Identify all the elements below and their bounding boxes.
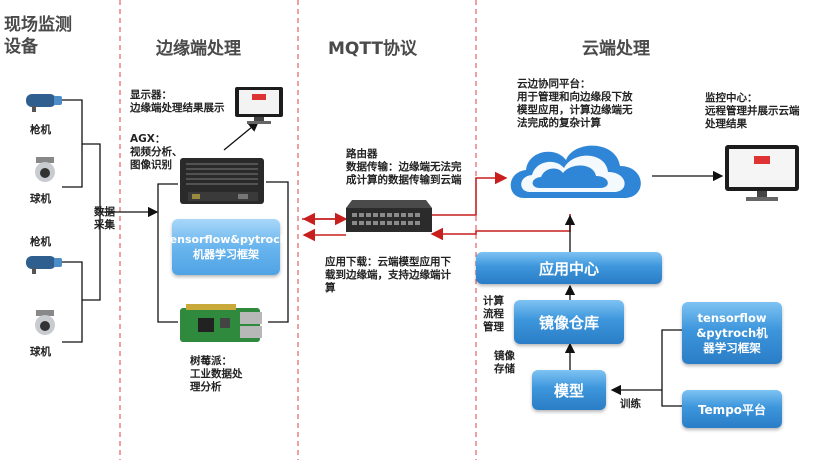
image-repo-box: 镜像仓库	[514, 300, 624, 344]
model-label: 模型	[553, 381, 584, 400]
compute-flow-label: 计算 流程 管理	[483, 295, 504, 333]
cloud-ml-framework-label: tensorflow &pytroch机 器学习框架	[696, 310, 768, 355]
edge-ml-framework-label: tensorflow&pytroch机器学习框架	[164, 233, 288, 261]
bullet-camera-icon-2	[24, 252, 64, 274]
field-dome2-label: 球机	[30, 346, 51, 358]
display-monitor-icon	[234, 86, 284, 126]
bullet-camera-icon	[24, 90, 64, 112]
dome-camera-icon-2	[30, 308, 60, 338]
edge-ml-framework-box: tensorflow&pytroch机器学习框架	[164, 219, 288, 275]
display-label: 显示器： 边缘端处理结果展示	[130, 89, 225, 114]
camera-links	[62, 99, 159, 343]
cloud-platform-label: 云边协同平台： 用于管理和向边缘段下放 模型应用，计算边缘端无 法完成的复杂计算	[517, 78, 633, 129]
section-title-field: 现场监测设备	[4, 15, 72, 57]
image-store-label: 镜像 存储	[494, 350, 515, 375]
train-label: 训练	[620, 398, 641, 410]
field-cam1-label: 枪机	[30, 124, 51, 136]
download-label: 应用下载：云端模型应用下 载到边缘端，支持边缘端计 算	[325, 256, 451, 294]
section-title-mqtt: MQTT协议	[328, 39, 417, 59]
field-dome1-label: 球机	[30, 193, 51, 205]
raspberry-pi-label: 树莓派： 工业数据处 理分析	[190, 355, 243, 393]
tempo-platform-box: Tempo平台	[682, 390, 782, 428]
cloud-icon	[510, 145, 641, 198]
router-icon	[346, 196, 432, 236]
monitor-center-label: 监控中心： 远程管理并展示云端 处理结果	[705, 92, 800, 130]
router-label: 路由器 数据传输：边缘端无法完 成计算的数据传输到云端	[346, 148, 462, 186]
app-center-box: 应用中心	[476, 252, 662, 284]
dome-camera-icon	[30, 155, 60, 185]
model-box: 模型	[532, 370, 606, 410]
app-center-label: 应用中心	[538, 259, 599, 278]
agx-label: AGX： 视频分析、 图像识别	[130, 133, 183, 171]
cloud-ml-framework-box: tensorflow &pytroch机 器学习框架	[682, 302, 782, 364]
cloud-links	[564, 170, 724, 407]
field-cam2-label: 枪机	[30, 236, 51, 248]
agx-device-icon	[178, 150, 266, 208]
image-repo-label: 镜像仓库	[538, 313, 599, 332]
section-title-edge: 边缘端处理	[156, 39, 241, 59]
tempo-platform-label: Tempo平台	[697, 402, 767, 417]
data-collect-label: 数据采集	[94, 206, 115, 231]
monitor-center-icon	[724, 144, 800, 204]
section-title-cloud: 云端处理	[582, 39, 650, 59]
edge-links	[157, 121, 289, 323]
raspberry-pi-icon	[178, 300, 268, 346]
